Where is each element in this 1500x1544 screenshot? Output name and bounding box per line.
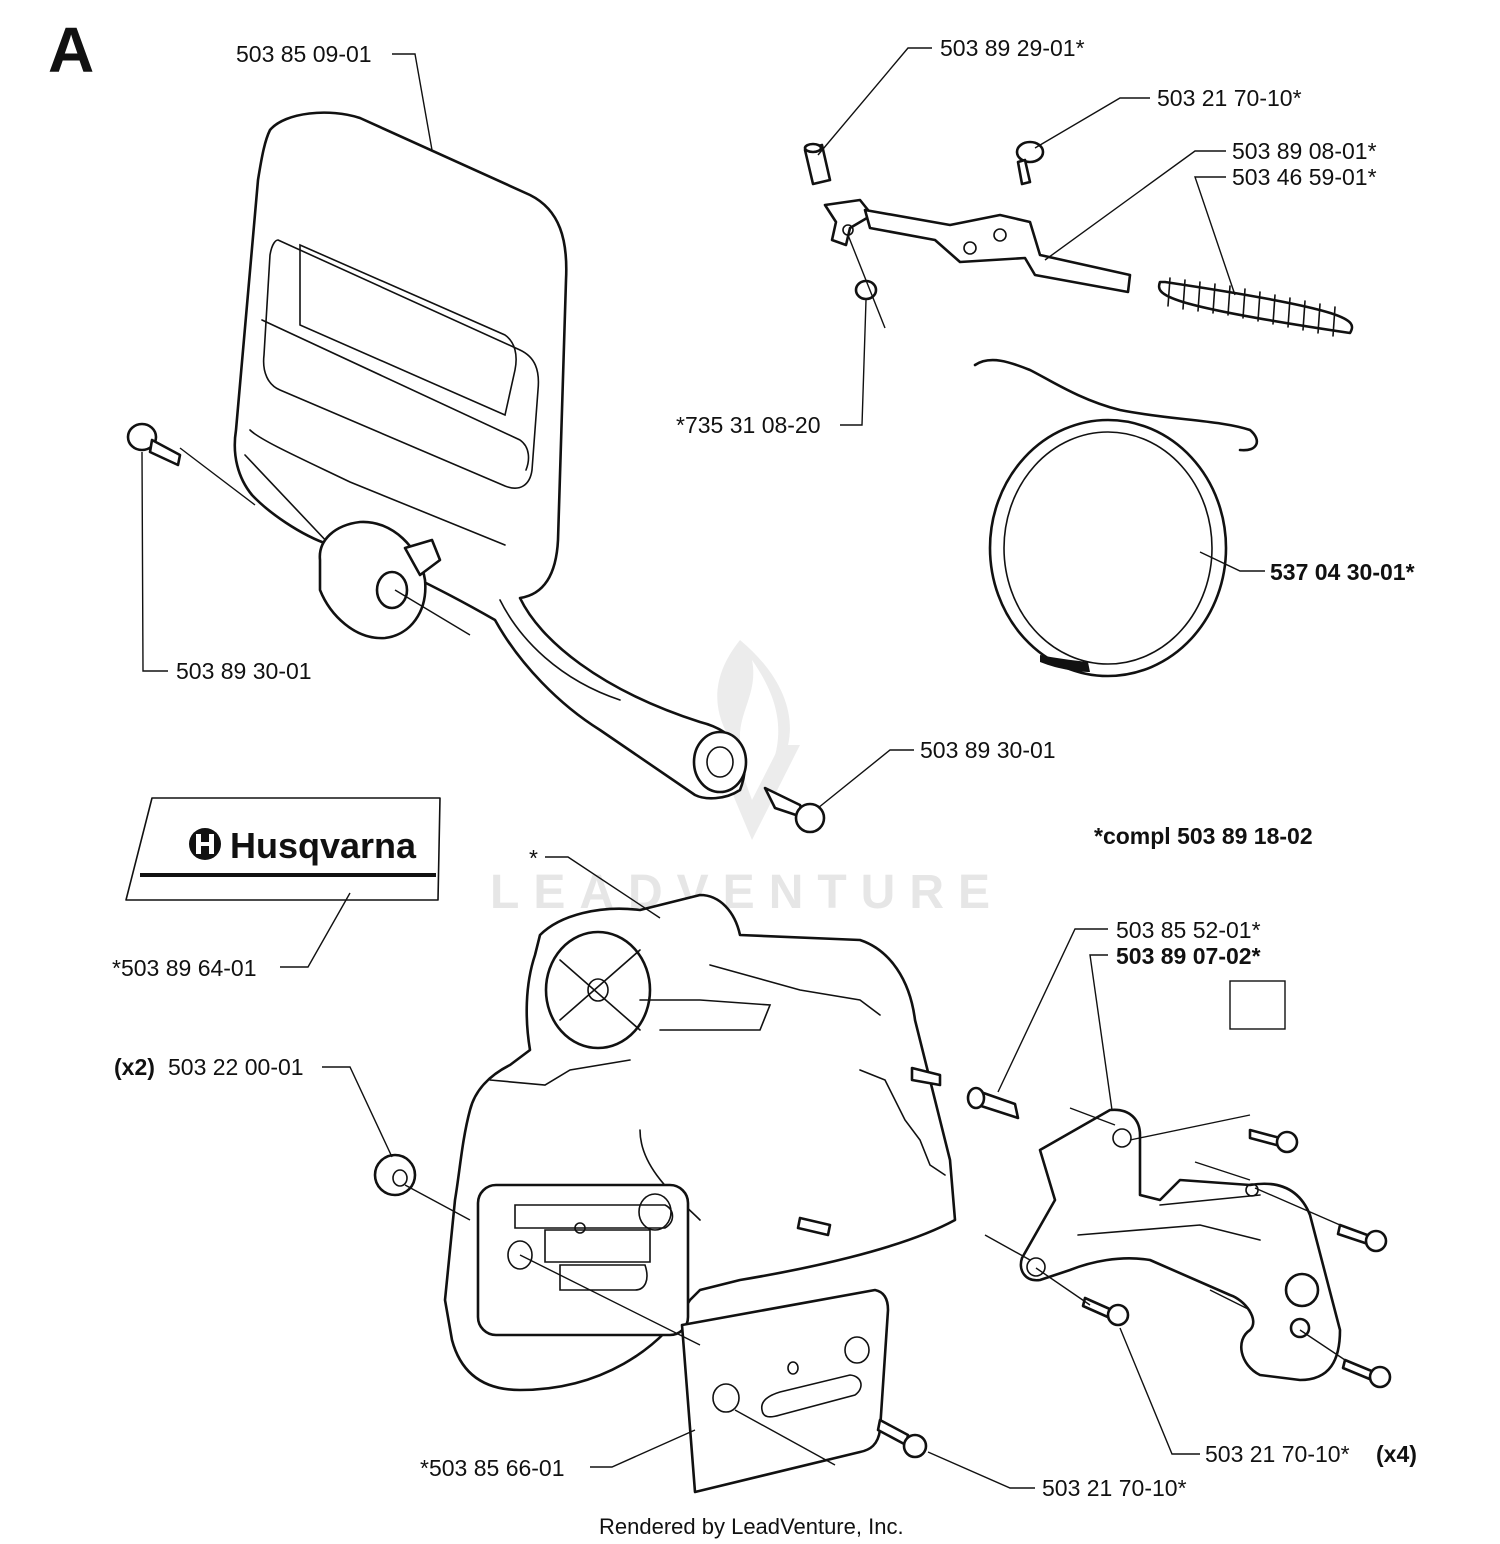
logo-text: Husqvarna — [230, 825, 417, 866]
part-suffix: (x4) — [1376, 1441, 1417, 1467]
part-label: *735 31 08-20 — [676, 412, 821, 438]
part-label: 537 04 30-01* — [1270, 559, 1415, 585]
part-label: 503 89 08-01* — [1232, 138, 1377, 164]
section-letter: A — [48, 14, 94, 86]
part-label: 503 46 59-01* — [1232, 164, 1377, 190]
spring — [1157, 277, 1354, 337]
reference-box — [1229, 980, 1286, 1030]
guide-plate-drawing — [680, 1288, 928, 1494]
husqvarna-crown-icon — [189, 828, 221, 860]
part-label: * — [529, 845, 538, 871]
part-label: 503 21 70-10* — [1205, 1441, 1350, 1467]
part-label: 503 89 30-01 — [920, 737, 1056, 763]
brake-mechanism-drawing — [803, 140, 1354, 678]
clutch-cover-drawing — [373, 893, 1020, 1392]
part-label: 503 21 70-10* — [1042, 1475, 1187, 1501]
part-label: 503 22 00-01 — [168, 1054, 304, 1080]
part-label: *503 85 66-01 — [420, 1455, 565, 1481]
watermark-text: LEADVENTURE — [490, 866, 1004, 919]
chain-brake-handle-drawing — [126, 111, 826, 834]
part-label: 503 21 70-10* — [1157, 85, 1302, 111]
part-label: 503 85 09-01 — [236, 41, 372, 67]
small-cover-drawing — [1019, 1108, 1392, 1389]
part-label: 503 89 07-02* — [1116, 943, 1261, 969]
husqvarna-decal: Husqvarna — [125, 797, 441, 901]
leader-lines — [141, 47, 1346, 1489]
part-label: 503 85 52-01* — [1116, 917, 1261, 943]
part-prefix: (x2) — [114, 1054, 155, 1080]
footer-credit: Rendered by LeadVenture, Inc. — [599, 1514, 904, 1539]
kit-note: *compl 503 89 18-02 — [1094, 823, 1313, 849]
part-label: 503 89 29-01* — [940, 35, 1085, 61]
brake-band — [973, 358, 1259, 678]
part-label: 503 89 30-01 — [176, 658, 312, 684]
part-label: *503 89 64-01 — [112, 955, 257, 981]
